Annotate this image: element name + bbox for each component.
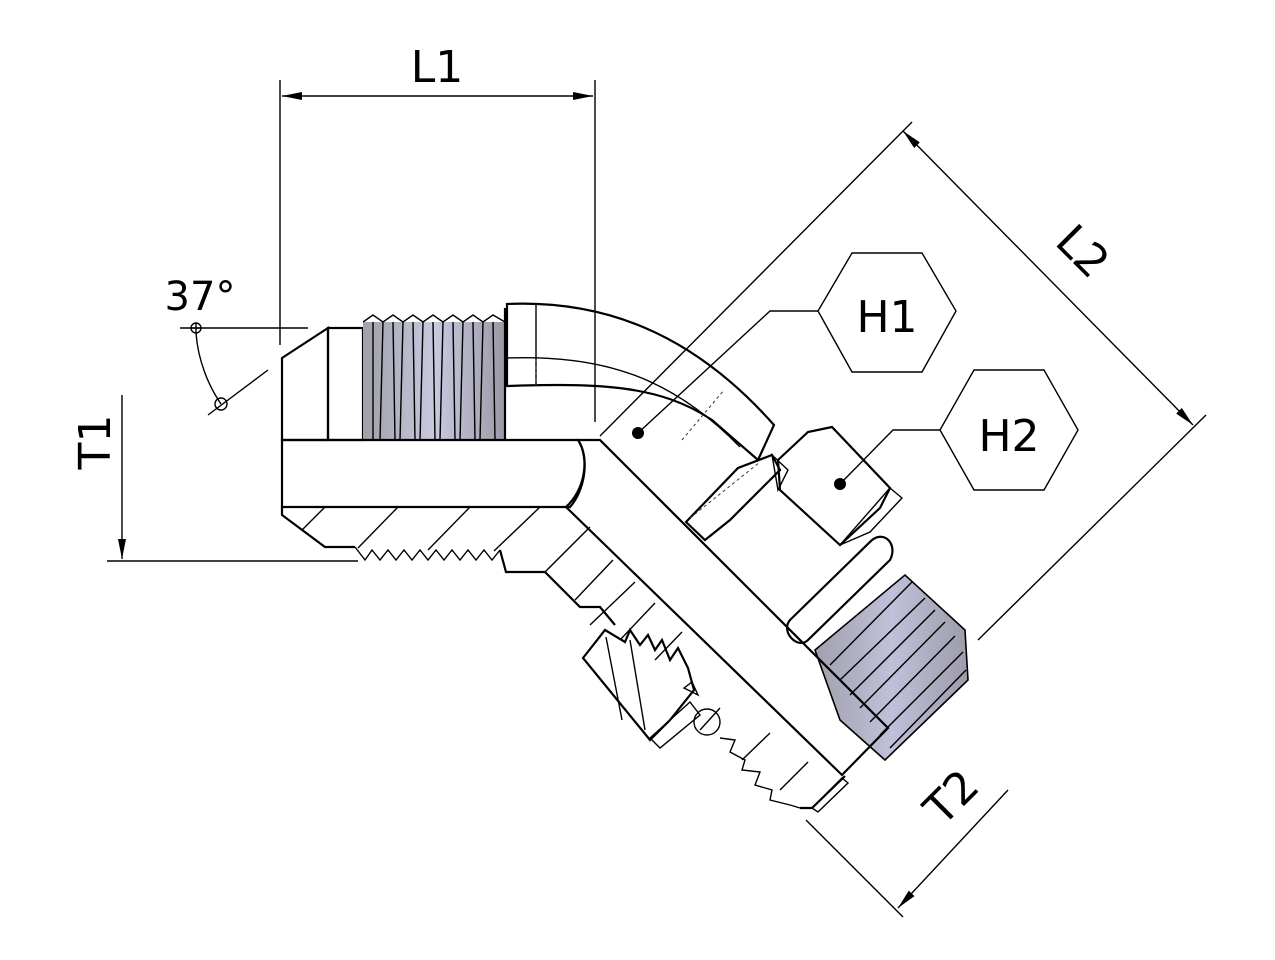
jic-flare-nose <box>280 325 330 442</box>
jam-nut-hex <box>776 425 904 547</box>
dimension-t1: T1 <box>70 395 358 562</box>
hex-callout-h1: H1 <box>632 252 957 439</box>
dimension-l2: L2 <box>599 121 1207 641</box>
dimension-l1: L1 <box>279 42 596 422</box>
hex-label-h1: H1 <box>856 292 917 343</box>
dimension-label-l1: L1 <box>411 42 464 93</box>
hex-callout-h2: H2 <box>834 369 1079 491</box>
o-ring <box>786 535 894 644</box>
horizontal-bore <box>280 438 586 509</box>
jic-male-thread <box>362 308 507 441</box>
dimension-label-t2: T2 <box>914 760 990 836</box>
orb-male-thread <box>814 573 969 762</box>
dimension-label-angle: 37° <box>165 274 236 320</box>
diagonal-bore <box>564 438 890 777</box>
dimension-label-l2: L2 <box>1046 215 1119 288</box>
dimension-label-t1: T1 <box>70 415 121 471</box>
dimension-angle: 37° <box>165 274 308 416</box>
section-outline <box>280 506 850 813</box>
jic-neck <box>326 326 365 442</box>
hex-label-h2: H2 <box>978 411 1039 462</box>
collar <box>684 453 789 542</box>
elbow-bend-body <box>505 302 776 462</box>
